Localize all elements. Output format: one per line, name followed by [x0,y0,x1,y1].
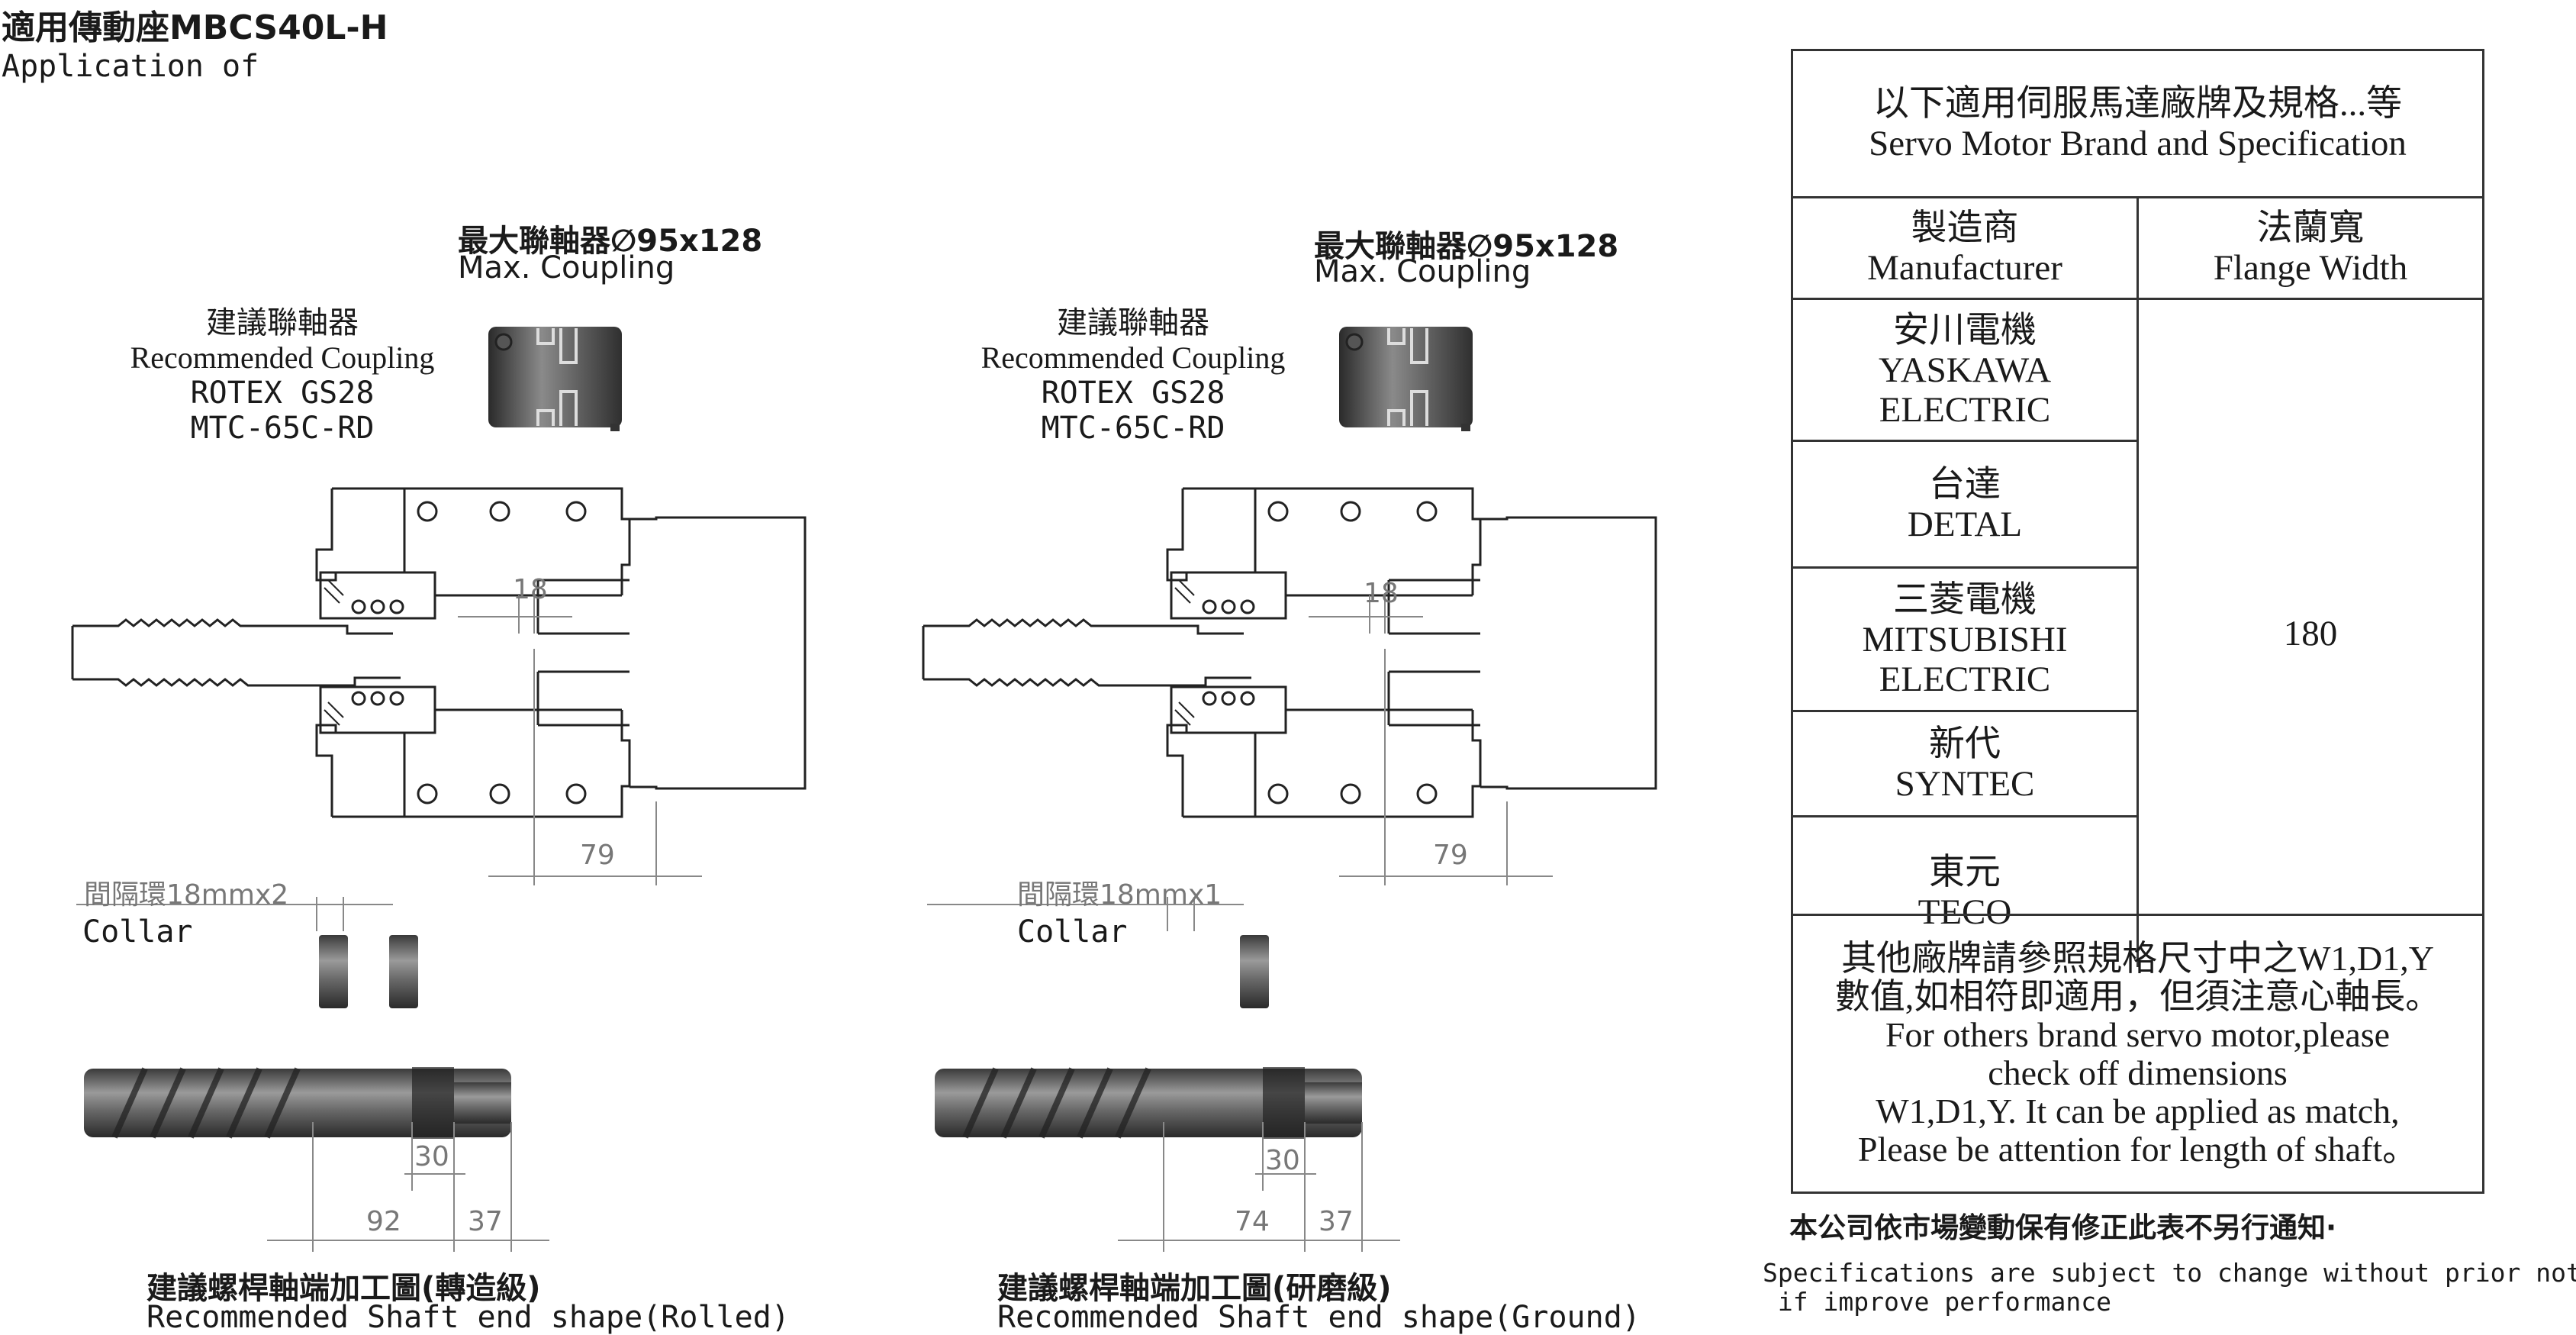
left-dim-a: 92 [366,1206,401,1237]
left-shaft-title-zh: 建議螺桿軸端加工圖(轉造級) [147,1271,541,1306]
flange-width-value: 180 [2283,613,2338,653]
left-recommended-en: Recommended Coupling [130,340,435,375]
footer-notice-zh: 本公司依市場變動保有修正此表不另行通知· [1789,1211,2337,1244]
right-dim-79: 79 [1433,840,1468,871]
table-header: 以下適用伺服馬達廠牌及規格...等 Servo Motor Brand and … [1793,51,2482,196]
left-collar-zh: 間隔環18mmx2 [84,879,289,911]
left-coupling-model1: ROTEX GS28 [190,376,375,411]
footer-notice-en-line1: Specifications are subject to change wit… [1763,1258,2576,1288]
left-recommended-zh: 建議聯軸器 [206,305,359,340]
row-manufacturer-en-2: ELECTRIC [1879,659,2051,699]
row-manufacturer-en-2: ELECTRIC [1879,389,2051,430]
left-collar-en: Collar [82,914,193,950]
left-max-coupling-zh: 最大聯軸器∅95x128 [458,224,763,259]
table-header-zh: 以下適用伺服馬達廠牌及規格...等 [1872,84,2403,124]
footer-notice-en-line2: if improve performance [1763,1287,2111,1317]
note-en-line1: For others brand servo motor,please [1885,1014,2391,1054]
col-header-flange-zh: 法蘭寬 [2256,208,2365,248]
row-manufacturer-zh: 台達 [1929,464,2001,505]
left-dim-79: 79 [580,840,615,871]
right-recommended-zh: 建議聯軸器 [1057,305,1209,340]
right-collar-en: Collar [1017,914,1128,950]
left-dim-30: 30 [414,1141,449,1172]
right-max-coupling-en: Max. Coupling [1314,254,1531,289]
table-row: 新代 SYNTEC [1793,712,2136,815]
table-row: 三菱電機 MITSUBISHI ELECTRIC [1793,569,2136,710]
left-dim-18: 18 [513,574,548,605]
note-en-line2: check off dimensions [1988,1053,2288,1092]
note-zh-line1: 其他廠牌請參照規格尺寸中之W1,D1,Y [1841,938,2434,978]
row-manufacturer-en: MITSUBISHI [1862,619,2068,659]
right-max-coupling-zh: 最大聯軸器∅95x128 [1314,229,1619,264]
row-manufacturer-zh: 安川電機 [1893,310,2037,350]
row-manufacturer-en: SYNTEC [1895,763,2035,804]
spec-table: 以下適用伺服馬達廠牌及規格...等 Servo Motor Brand and … [1791,49,2484,1194]
right-coupling-model2: MTC-65C-RD [1041,411,1225,446]
left-shaft-title-en: Recommended Shaft end shape(Rolled) [147,1300,790,1335]
table-header-en: Servo Motor Brand and Specification [1869,124,2407,163]
col-header-manufacturer: 製造商 Manufacturer [1793,198,2136,298]
right-recommended-block: 建議聯軸器 Recommended Coupling ROTEX GS28 MT… [965,305,1301,446]
row-manufacturer-zh: 三菱電機 [1893,579,2037,620]
col-header-manufacturer-en: Manufacturer [1867,248,2062,288]
right-dim-a: 74 [1235,1206,1270,1237]
note-zh-line2: 數值,如相符即適用，但須注意心軸長。 [1834,976,2441,1016]
row-manufacturer-en: YASKAWA [1878,350,2052,390]
right-shaft-title-en: Recommended Shaft end shape(Ground) [997,1300,1641,1335]
right-coupling-model1: ROTEX GS28 [1041,376,1225,411]
page-title: 適用傳動座MBCS40L-H [2,8,388,47]
right-collar-zh: 間隔環18mmx1 [1017,879,1222,911]
table-row: 東元 TECO [1793,817,2136,966]
page-subtitle: Application of [2,49,259,84]
row-manufacturer-en: TECO [1918,892,2012,932]
table-row: 台達 DETAL [1793,442,2136,566]
left-dim-37: 37 [468,1206,503,1237]
row-manufacturer-en: DETAL [1907,504,2023,544]
row-manufacturer-zh: 東元 [1929,852,2001,892]
right-shaft-title-zh: 建議螺桿軸端加工圖(研磨級) [997,1271,1392,1306]
left-max-coupling-en: Max. Coupling [458,250,675,285]
right-dim-30: 30 [1265,1145,1300,1176]
col-header-manufacturer-zh: 製造商 [1911,208,2019,248]
right-dim-18: 18 [1364,578,1399,609]
table-note: 其他廠牌請參照規格尺寸中之W1,D1,Y 數值,如相符即適用，但須注意心軸長。 … [1793,916,2482,1192]
col-header-flange: 法蘭寬 Flange Width [2139,198,2482,298]
left-coupling-model2: MTC-65C-RD [190,411,375,446]
table-row: 安川電機 YASKAWA ELECTRIC [1793,300,2136,440]
col-header-flange-en: Flange Width [2213,248,2408,288]
row-manufacturer-zh: 新代 [1929,724,2001,764]
right-recommended-en: Recommended Coupling [980,340,1286,375]
note-en-line4: Please be attention for length of shaft。 [1857,1129,2418,1169]
right-dim-37: 37 [1319,1206,1354,1237]
left-recommended-block: 建議聯軸器 Recommended Coupling ROTEX GS28 MT… [114,305,450,446]
note-en-line3: W1,D1,Y. It can be applied as match, [1876,1091,2400,1130]
